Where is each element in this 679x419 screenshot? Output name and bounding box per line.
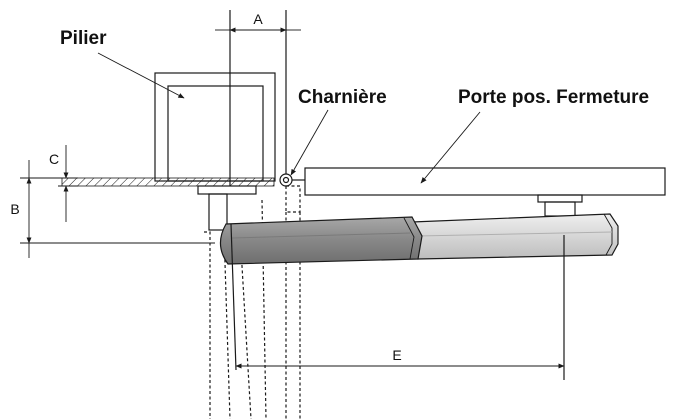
pillar-label: Pilier [60,28,107,49]
gate-leader [420,111,481,184]
dimension-c: C [49,145,78,222]
hinge-label: Charnière [298,87,387,108]
dimension-e: E [235,347,565,369]
dim-label-c: C [49,151,59,167]
pillar [154,72,276,182]
dim-label-e: E [392,347,401,363]
pivot-bracket [208,193,228,231]
open-position-outline [204,185,301,419]
actuator-motor [219,216,423,265]
dim-label-a: A [253,11,263,27]
hinge-leader [290,109,329,176]
actuator-rod [411,213,619,260]
pillar-bracket [197,185,257,195]
gate-bracket [537,194,583,217]
gate-leaf [304,167,666,196]
pillar-leader [97,52,185,99]
actuator-pivot-line [230,223,237,371]
wall-hatch [61,177,275,187]
gate-closed-label: Porte pos. Fermeture [458,87,649,108]
dim-label-b: B [10,201,19,217]
dimension-a: A [215,11,301,33]
dimension-b: B [10,160,215,258]
hinge [279,173,305,187]
